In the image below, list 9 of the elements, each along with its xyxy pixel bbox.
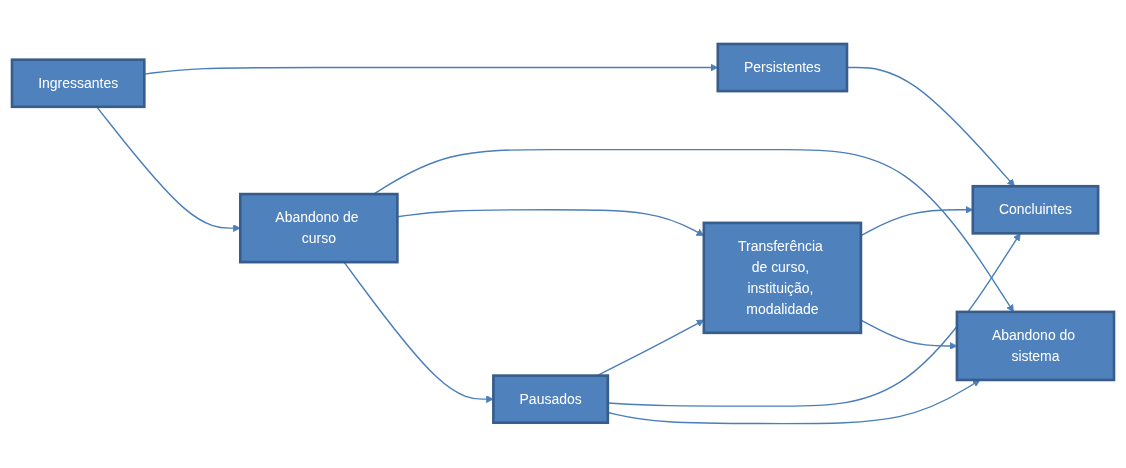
node-box: Abandono do sistema (955, 310, 1116, 382)
arrow (846, 67, 1015, 187)
arrow (607, 233, 1021, 408)
node-box: Pausados (492, 374, 610, 425)
node-box: Abandono de curso (239, 193, 399, 264)
node-box: Persistentes (716, 42, 849, 93)
node-box: Concluintes (971, 185, 1100, 235)
node-box: Transferência de curso, instituição, modalidade (702, 221, 863, 335)
node-box: Ingressantes (10, 58, 146, 109)
